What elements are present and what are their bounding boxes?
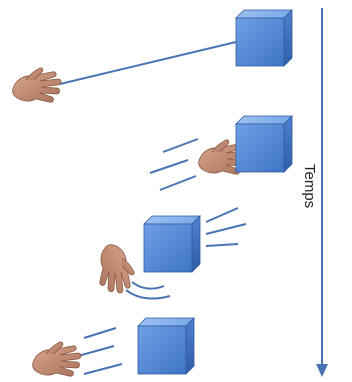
hand-icon [99,244,135,294]
hand-icon [32,341,82,377]
time-arrow [316,8,328,377]
cube-icon [235,115,293,173]
cube-icon [143,215,201,273]
time-axis-label: Temps [301,164,318,209]
hand-icon [12,67,62,103]
stage-3 [99,207,247,300]
cube-icon [137,317,195,375]
stage-2 [149,115,293,191]
cube-icon [235,9,293,67]
connection-line [59,41,237,85]
stage-1 [12,9,293,103]
stage-4 [32,317,195,377]
